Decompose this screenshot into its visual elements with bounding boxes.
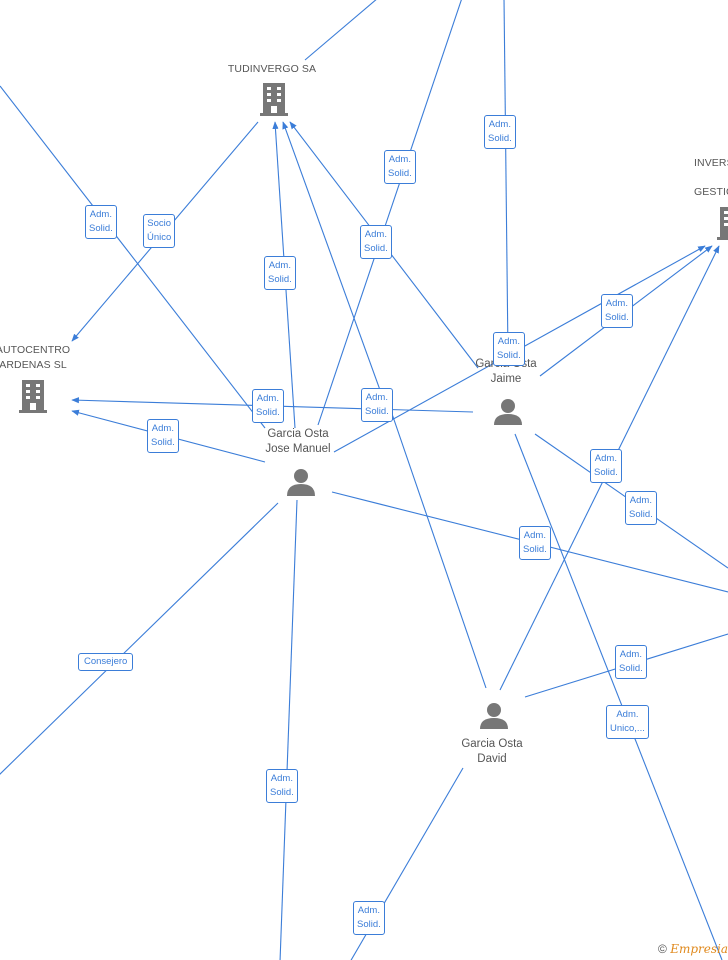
company-label-line: AUTOCENTRO <box>0 344 71 356</box>
company-label-autocentro[interactable]: AUTOCENTRO ARDENAS SL <box>0 343 78 373</box>
relation-badge[interactable]: Adm. Solid. <box>361 388 393 422</box>
relation-badge[interactable]: Adm. Solid. <box>264 256 296 290</box>
company-label-tudinvergo[interactable]: TUDINVERGO SA <box>227 63 317 75</box>
badge-line: Adm. <box>488 119 511 130</box>
relation-badge[interactable]: Adm. Solid. <box>353 901 385 935</box>
badge-line: Solid. <box>256 407 280 418</box>
badge-line: Único <box>147 232 172 243</box>
relation-badge[interactable]: Adm. Solid. <box>85 205 117 239</box>
person-label-line: Garcia Osta <box>461 738 523 750</box>
company-label-line: GESTIO <box>694 186 728 198</box>
relation-badge[interactable]: Adm. Solid. <box>493 332 525 366</box>
relation-badge[interactable]: Adm. Solid. <box>601 294 633 328</box>
badge-line: Solid. <box>594 467 618 478</box>
relation-badge[interactable]: Adm. Unico,... <box>606 705 649 739</box>
building-icon <box>717 207 728 240</box>
edge <box>514 433 723 960</box>
relation-badge[interactable]: Adm. Solid. <box>519 526 551 560</box>
person-label-line: Jose Manuel <box>265 443 331 455</box>
relation-badge[interactable]: Adm. Solid. <box>147 419 179 453</box>
person-label-line: Garcia Osta <box>267 428 329 440</box>
relation-badge[interactable]: Adm. Solid. <box>252 389 284 423</box>
relation-badge[interactable]: Consejero <box>78 653 134 671</box>
badge-line: Adm. <box>357 905 380 916</box>
copyright-symbol: © <box>658 942 667 956</box>
relation-badge[interactable]: Adm. Solid. <box>625 491 657 525</box>
badge-line: Solid. <box>388 168 412 179</box>
badge-line: Solid. <box>497 350 521 361</box>
badge-line: Adm. <box>364 229 387 240</box>
badge-line: Solid. <box>151 437 175 448</box>
building-icon <box>260 83 288 116</box>
badge-line: Unico,... <box>610 723 645 734</box>
badge-line: Solid. <box>270 787 294 798</box>
badge-line: Solid. <box>488 133 512 144</box>
person-label-david[interactable]: Garcia Osta David <box>442 737 542 767</box>
relation-badge[interactable]: Adm. Solid. <box>484 115 516 149</box>
badge-line: Adm. <box>89 209 112 220</box>
badge-line: Solid. <box>523 544 547 555</box>
badge-line: Adm. <box>497 336 520 347</box>
relation-badge[interactable]: Adm. Solid. <box>590 449 622 483</box>
company-label-line: INVERS <box>694 157 728 169</box>
company-label-line: ARDENAS SL <box>0 359 67 371</box>
person-label-line: David <box>477 753 507 765</box>
badge-line: Adm. <box>605 298 628 309</box>
badge-line: Solid. <box>357 919 381 930</box>
edge <box>282 121 381 391</box>
badge-line: Adm. <box>256 393 279 404</box>
relation-badge[interactable]: Socio Único <box>143 214 176 248</box>
badge-line: Solid. <box>605 312 629 323</box>
badge-line: Solid. <box>619 663 643 674</box>
relation-badge[interactable]: Adm. Solid. <box>360 225 392 259</box>
badge-line: Adm. <box>388 154 411 165</box>
badge-line: Solid. <box>365 406 389 417</box>
badge-line: Consejero <box>84 656 128 667</box>
badge-line: Solid. <box>364 243 388 254</box>
badge-line: Adm. <box>616 709 639 720</box>
badge-line: Adm. <box>629 495 652 506</box>
person-label-line: Jaime <box>490 373 522 385</box>
relation-badge[interactable]: Adm. Solid. <box>615 645 647 679</box>
person-icon <box>287 469 315 496</box>
edge <box>304 0 377 61</box>
badge-line: Adm. <box>270 773 293 784</box>
edge <box>279 499 298 960</box>
badge-line: Adm. <box>365 392 388 403</box>
badge-line: Adm. <box>151 423 174 434</box>
badge-line: Adm. <box>619 649 642 660</box>
company-label-inversiones[interactable]: INVERS GESTIO <box>694 156 728 200</box>
badge-line: Solid. <box>629 509 653 520</box>
edge <box>0 85 266 429</box>
brand-logo-text: Empresia <box>670 942 728 956</box>
person-icon <box>494 399 522 425</box>
building-icon <box>19 380 47 413</box>
badge-line: Socio <box>147 218 172 229</box>
edge <box>503 0 509 356</box>
badge-line: Adm. <box>523 530 546 541</box>
badge-line: Solid. <box>268 274 292 285</box>
relation-badge[interactable]: Adm. Solid. <box>266 769 298 803</box>
badge-line: Solid. <box>89 223 113 234</box>
badge-line: Adm. <box>268 260 291 271</box>
edge <box>317 0 462 426</box>
badge-line: Adm. <box>594 453 617 464</box>
edge <box>389 407 487 689</box>
watermark: © Empresia <box>658 942 728 956</box>
relation-badge[interactable]: Adm. Solid. <box>384 150 416 184</box>
edge <box>0 502 279 775</box>
person-icon <box>480 703 508 729</box>
person-label-jose-manuel[interactable]: Garcia Osta Jose Manuel <box>248 427 348 457</box>
